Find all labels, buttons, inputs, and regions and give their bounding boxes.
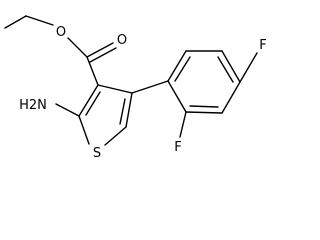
bond-c3-c4 <box>97 84 133 94</box>
bond-carbonyl-to-ring <box>86 56 99 86</box>
bond-phenyl-c1-c2 <box>167 80 187 113</box>
ethyl-group <box>4 15 54 29</box>
fluorine-ortho-label: F <box>174 140 181 155</box>
chemical-structure: O O H2N S F F <box>4 15 267 161</box>
bond-carbonyl-double-b <box>89 47 117 63</box>
bond-phenyl-c4-c5 <box>221 50 241 83</box>
carbonyl-oxygen-label: O <box>117 33 127 48</box>
bond-phenyl-c2-c3 <box>185 111 223 114</box>
bond-phenyl-inner-b <box>217 56 234 83</box>
bond-phenyl-fluorine-para <box>239 52 258 83</box>
bond-methylene-oxygen <box>25 15 54 26</box>
bond-c5-s <box>104 126 127 146</box>
bond-methyl-methylene <box>4 15 27 29</box>
bond-c4-c5-inner <box>119 98 126 125</box>
bond-c2-c3-outer <box>78 84 99 117</box>
bond-phenyl-inner-a <box>174 56 191 82</box>
bond-c2-c3-inner <box>85 91 101 116</box>
thiophene-ring <box>55 84 133 146</box>
ester-group <box>67 37 117 86</box>
bond-carbonyl-double-a <box>86 42 114 58</box>
bond-s-c2 <box>78 115 90 145</box>
bond-c2-nitrogen <box>55 103 80 117</box>
bond-phenyl-inner-c <box>189 105 219 108</box>
bond-phenyl-c3-c4 <box>221 81 241 114</box>
amino-group-label: H2N <box>19 98 47 113</box>
bond-thiophene-phenyl <box>131 80 169 94</box>
fluorine-para-label: F <box>259 38 266 53</box>
bond-phenyl-c6-c1 <box>167 50 187 82</box>
bond-oxygen-carbonyl-carbon <box>67 37 88 58</box>
phenyl-ring <box>167 50 258 138</box>
ester-oxygen-label: O <box>56 25 66 40</box>
sulfur-atom-label: S <box>93 146 101 161</box>
bond-c4-c5-outer <box>125 92 133 128</box>
bond-phenyl-fluorine-ortho <box>179 111 187 138</box>
